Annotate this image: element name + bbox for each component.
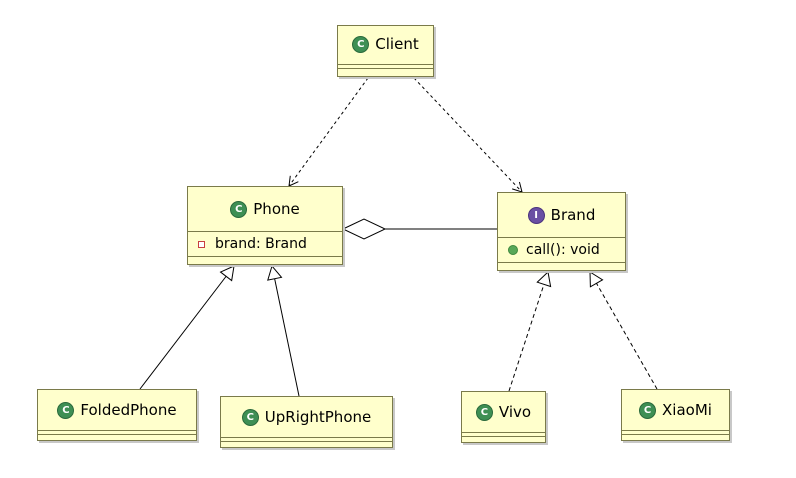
class-icon: C xyxy=(352,35,370,53)
class-icon: C xyxy=(230,200,248,218)
public-method-icon xyxy=(508,245,518,255)
class-icon: C xyxy=(57,401,75,419)
class-icon: C xyxy=(241,408,259,426)
phone-attribute-text: brand: Brand xyxy=(215,236,307,252)
upright-inherits-phone xyxy=(267,264,300,397)
client-to-brand-dependency xyxy=(413,77,523,193)
vivo-class-box[interactable]: C Vivo xyxy=(461,391,546,443)
uprightphone-class-box[interactable]: C UpRightPhone xyxy=(220,396,393,448)
aggregation-diamond xyxy=(341,218,387,240)
folded-inherits-phone xyxy=(139,265,235,390)
client-to-phone-dependency xyxy=(288,77,369,187)
foldedphone-class-box[interactable]: C FoldedPhone xyxy=(37,389,197,441)
interface-icon: I xyxy=(527,206,545,224)
phone-class-box[interactable]: C Phone brand: Brand xyxy=(187,186,343,265)
brand-operation-text: call(): void xyxy=(526,242,600,258)
class-icon: C xyxy=(475,403,493,421)
uprightphone-class-name: UpRightPhone xyxy=(264,408,372,426)
phone-attribute-row: brand: Brand xyxy=(188,232,342,256)
xiaomi-class-name: XiaoMi xyxy=(662,401,712,419)
foldedphone-class-name: FoldedPhone xyxy=(80,401,177,419)
vivo-realizes-brand xyxy=(508,270,552,392)
client-class-box[interactable]: C Client xyxy=(337,25,434,77)
xiaomi-realizes-brand xyxy=(589,271,658,390)
brand-interface-name: Brand xyxy=(550,206,596,224)
client-class-name: Client xyxy=(375,35,419,53)
phone-class-name: Phone xyxy=(253,200,300,218)
class-icon: C xyxy=(639,401,657,419)
brand-interface-box[interactable]: I Brand call(): void xyxy=(497,192,626,271)
vivo-class-name: Vivo xyxy=(498,403,532,421)
private-field-icon xyxy=(198,240,205,248)
xiaomi-class-box[interactable]: C XiaoMi xyxy=(621,389,730,441)
brand-operation-row: call(): void xyxy=(498,238,625,262)
